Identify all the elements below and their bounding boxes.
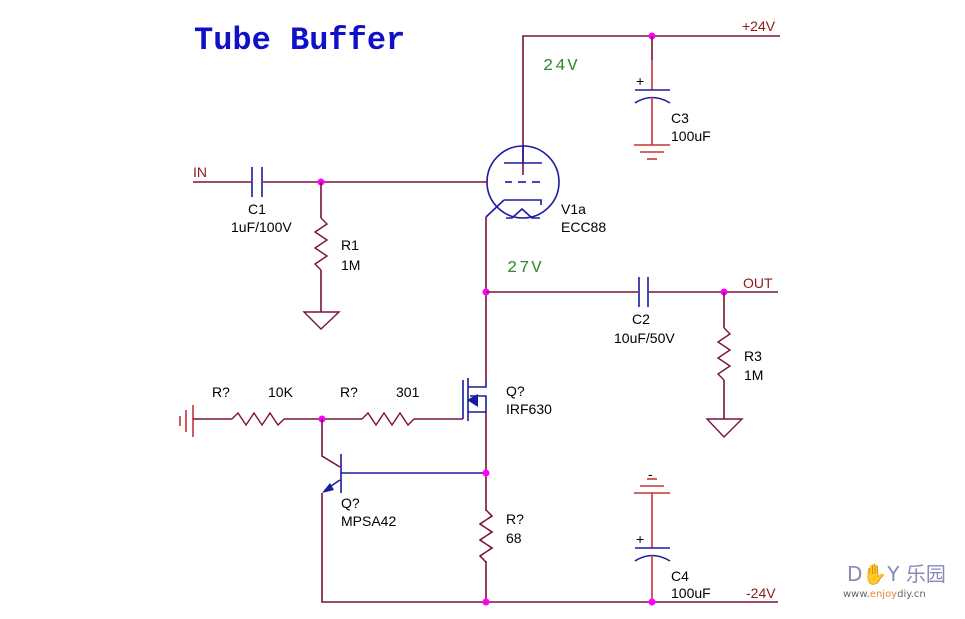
c4-polarity: +: [636, 531, 644, 547]
bjt-ref: Q?: [341, 495, 360, 511]
url-suffix: diy.cn: [897, 589, 926, 600]
junction-dot: [648, 598, 656, 606]
c2-value: 10uF/50V: [614, 330, 675, 346]
r301-value: 301: [396, 384, 420, 400]
c4-ref: C4: [671, 568, 689, 584]
c1-value: 1uF/100V: [231, 219, 292, 235]
url-prefix: www.: [843, 589, 870, 600]
resistor-301: [361, 411, 463, 427]
net-label-in: IN: [193, 164, 207, 180]
resistor-r3: [705, 292, 744, 439]
net-label-neg24v: -24V: [746, 585, 776, 601]
capacitor-c4: [634, 478, 671, 606]
watermark-brand: D✋Y 乐园: [847, 562, 946, 586]
mosfet-ref: Q?: [506, 383, 525, 399]
tube-v1a: [485, 145, 560, 219]
resistor-10k: [231, 411, 362, 427]
mosfet-q: [462, 378, 487, 602]
c3-ref: C3: [671, 110, 689, 126]
c3-value: 100uF: [671, 128, 711, 144]
r1-ref: R1: [341, 237, 359, 253]
resistor-68: [478, 509, 494, 606]
c2-ref: C2: [632, 311, 650, 327]
capacitor-c1: [193, 167, 488, 197]
net-label-out: OUT: [743, 275, 773, 291]
mosfet-value: IRF630: [506, 401, 552, 417]
v1-value: ECC88: [561, 219, 606, 235]
capacitor-c3: [634, 36, 671, 160]
c4-value: 100uF: [671, 585, 711, 601]
r10k-ref: R?: [212, 384, 230, 400]
r301-ref: R?: [340, 384, 358, 400]
c4-ground-mark: -: [648, 466, 653, 482]
watermark-logo: D✋Y 乐园 www.enjoydiy.cn: [843, 562, 946, 600]
r68-ref: R?: [506, 511, 524, 527]
junction-dot: [482, 469, 490, 477]
bjt-q: [321, 419, 778, 603]
voltage-plate: 24V: [543, 57, 580, 76]
r3-ref: R3: [744, 348, 762, 364]
resistor-r1: [302, 182, 341, 330]
schematic-title: Tube Buffer: [194, 22, 405, 59]
junction-dot: [482, 598, 490, 606]
voltage-cathode: 27V: [507, 259, 544, 278]
c3-polarity: +: [636, 73, 644, 89]
v1-ref: V1a: [561, 201, 586, 217]
r3-value: 1M: [744, 367, 763, 383]
bjt-value: MPSA42: [341, 513, 396, 529]
r68-value: 68: [506, 530, 522, 546]
r1-value: 1M: [341, 257, 360, 273]
net-label-pos24v: +24V: [742, 18, 776, 34]
url-mid: enjoy: [870, 589, 897, 600]
ground-left: [179, 405, 232, 437]
capacitor-c2: [486, 277, 778, 307]
c1-ref: C1: [248, 201, 266, 217]
r10k-value: 10K: [268, 384, 294, 400]
watermark-url: www.enjoydiy.cn: [843, 589, 926, 600]
